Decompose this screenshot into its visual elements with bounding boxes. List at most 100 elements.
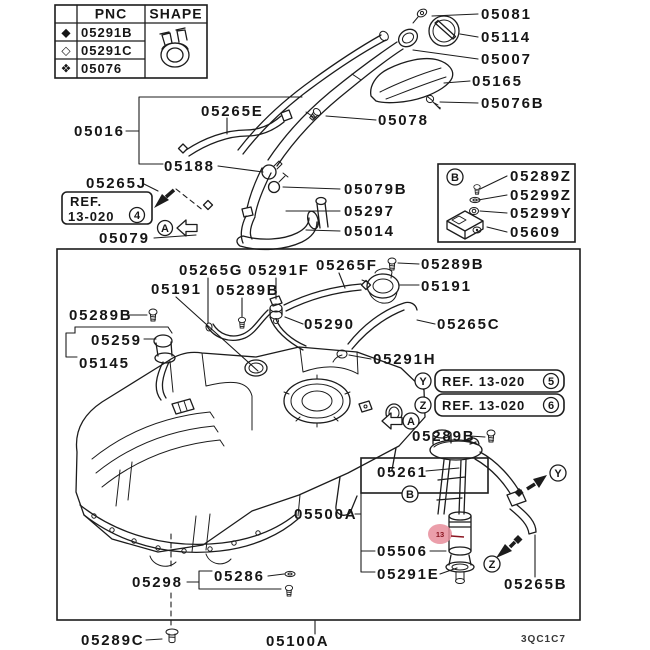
label-05100A[interactable]: 05100A bbox=[266, 633, 329, 650]
ref-callout-6[interactable]: Z REF. 13-020 6 bbox=[414, 393, 565, 417]
label-05078[interactable]: 05078 bbox=[378, 112, 429, 129]
label-05265C[interactable]: 05265C bbox=[437, 316, 500, 333]
ref4-num: 4 bbox=[134, 210, 141, 222]
clamp-shape-drawing bbox=[159, 27, 190, 68]
vapor-hoses-and-valves bbox=[205, 257, 418, 363]
label-05191-sender[interactable]: 05191 bbox=[151, 281, 202, 298]
label-05265F[interactable]: 05265F bbox=[316, 257, 378, 274]
pnc-05076[interactable]: 05076 bbox=[81, 61, 122, 76]
label-05188[interactable]: 05188 bbox=[164, 158, 215, 175]
fuel-cap-parts bbox=[370, 8, 460, 110]
marker-a-tank: A bbox=[407, 416, 415, 428]
label-05289Z[interactable]: 05289Z bbox=[510, 168, 572, 185]
label-05290[interactable]: 05290 bbox=[304, 316, 355, 333]
label-05265E[interactable]: 05265E bbox=[201, 103, 264, 120]
label-05191-cap[interactable]: 05191 bbox=[421, 278, 472, 295]
bolt-05289b-sender-icon bbox=[148, 308, 158, 322]
label-05289B-cap[interactable]: 05289B bbox=[421, 256, 484, 273]
ref5-text: REF. 13-020 bbox=[442, 374, 525, 389]
label-05265B[interactable]: 05265B bbox=[504, 576, 567, 593]
label-05016[interactable]: 05016 bbox=[74, 123, 125, 140]
label-05289B-pump[interactable]: 05289B bbox=[412, 428, 475, 445]
marker-z-bottom: Z bbox=[489, 559, 496, 571]
label-05299Y[interactable]: 05299Y bbox=[510, 205, 573, 222]
nut-05289b-valve-icon bbox=[237, 316, 247, 329]
label-05259[interactable]: 05259 bbox=[91, 332, 142, 349]
label-05145[interactable]: 05145 bbox=[79, 355, 130, 372]
label-05609[interactable]: 05609 bbox=[510, 224, 561, 241]
marker-z-ref: Z bbox=[420, 400, 427, 412]
ref4-line1: REF. bbox=[70, 194, 102, 209]
marker-b-pump: B bbox=[406, 489, 414, 501]
black-arrow-to-y-icon bbox=[514, 475, 547, 497]
fuel-pump-05506-icon bbox=[448, 511, 472, 556]
marker-b-box: B bbox=[451, 172, 459, 184]
label-05297[interactable]: 05297 bbox=[344, 203, 395, 220]
label-05291H[interactable]: 05291H bbox=[373, 351, 436, 368]
grommet-05291h-icon bbox=[332, 349, 348, 363]
pnc-05291C[interactable]: 05291C bbox=[81, 43, 133, 58]
bolt-05289b-pump-icon bbox=[486, 429, 496, 443]
label-05081[interactable]: 05081 bbox=[481, 6, 532, 23]
label-05500A[interactable]: 05500A bbox=[294, 506, 357, 523]
washer-05286-icon bbox=[284, 570, 296, 578]
ref-callout-5[interactable]: Y REF. 13-020 5 bbox=[414, 369, 565, 393]
bolt-05289b-cap-icon bbox=[387, 257, 397, 271]
fuel-tank bbox=[75, 346, 426, 567]
label-05265J[interactable]: 05265J bbox=[86, 175, 147, 192]
pnc-05291B[interactable]: 05291B bbox=[81, 25, 133, 40]
filler-pipe-assembly bbox=[177, 28, 419, 251]
group-brackets bbox=[65, 96, 489, 644]
circled-markers: A A B Y Z bbox=[156, 219, 567, 573]
marker-a-top: A bbox=[161, 223, 169, 235]
label-05079[interactable]: 05079 bbox=[99, 230, 150, 247]
ref4-line2: 13-020 bbox=[68, 209, 114, 224]
marker-y-right: Y bbox=[554, 468, 562, 480]
plug-05289c-icon bbox=[165, 628, 179, 644]
label-05506[interactable]: 05506 bbox=[377, 543, 428, 560]
label-05114[interactable]: 05114 bbox=[481, 29, 531, 46]
open-diamond-icon: ◇ bbox=[61, 44, 71, 58]
label-05289B-valve[interactable]: 05289B bbox=[216, 282, 279, 299]
cluster-diamond-icon: ❖ bbox=[61, 62, 72, 76]
grommet-05299y-icon bbox=[469, 207, 479, 215]
label-05007[interactable]: 05007 bbox=[481, 51, 532, 68]
ref-callout-4[interactable]: REF. 13-020 4 bbox=[61, 191, 153, 225]
label-05076B[interactable]: 05076B bbox=[481, 95, 544, 112]
gauge-sender-unit bbox=[74, 308, 195, 415]
filled-diamond-icon: ◆ bbox=[61, 26, 71, 40]
clamp-05079b-icon bbox=[267, 172, 289, 194]
white-arrow-left-icon bbox=[176, 219, 198, 237]
label-05014[interactable]: 05014 bbox=[344, 223, 395, 240]
ref5-num: 5 bbox=[548, 376, 554, 388]
fuel-cap-05114-icon bbox=[428, 15, 460, 47]
col-header-shape: SHAPE bbox=[149, 6, 202, 22]
tether-05081-icon bbox=[412, 8, 428, 24]
label-05289C[interactable]: 05289C bbox=[81, 632, 144, 649]
highlight-number[interactable]: 13 bbox=[436, 530, 444, 539]
label-05265G[interactable]: 05265G bbox=[179, 262, 243, 279]
leader-lines bbox=[126, 13, 536, 641]
screw-05076b-icon bbox=[425, 94, 441, 110]
label-05286[interactable]: 05286 bbox=[214, 568, 265, 585]
black-arrow-icon bbox=[154, 188, 176, 208]
ref6-text: REF. 13-020 bbox=[442, 398, 525, 413]
drawing-code: 3QC1C7 bbox=[521, 634, 566, 645]
label-05291E[interactable]: 05291E bbox=[377, 566, 440, 583]
highlight-blob[interactable] bbox=[428, 524, 452, 544]
main-diagram-border bbox=[56, 248, 581, 621]
black-arrow-to-z-icon bbox=[496, 535, 523, 558]
label-05291F[interactable]: 05291F bbox=[248, 262, 310, 279]
bolt-05289z-icon bbox=[473, 184, 481, 195]
filter-05291e-icon bbox=[445, 554, 475, 584]
marker-y-ref: Y bbox=[419, 376, 427, 388]
label-05299Z[interactable]: 05299Z bbox=[510, 187, 572, 204]
label-05298[interactable]: 05298 bbox=[132, 574, 183, 591]
label-05289B-sender[interactable]: 05289B bbox=[69, 307, 132, 324]
cap-05191-right-icon bbox=[361, 268, 400, 304]
label-05261[interactable]: 05261 bbox=[377, 464, 428, 481]
label-05165[interactable]: 05165 bbox=[472, 73, 523, 90]
label-05079B[interactable]: 05079B bbox=[344, 181, 407, 198]
highlight-marker[interactable]: 13 bbox=[428, 524, 465, 544]
